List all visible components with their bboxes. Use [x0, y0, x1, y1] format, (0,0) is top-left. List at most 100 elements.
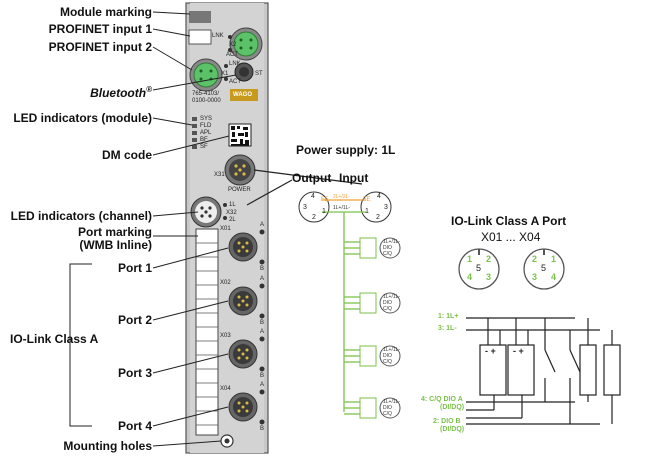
in-pin-2: 2 — [376, 214, 380, 221]
module-x31: X31 — [214, 172, 225, 178]
port-x03-label: X03 — [220, 333, 231, 339]
x31-power-connector — [224, 154, 256, 186]
leader-lines — [69, 11, 237, 447]
pinout-left-3: 3 — [486, 272, 492, 282]
actuator-b-box — [603, 344, 621, 396]
term1-l1: 1L+/1L- — [383, 239, 401, 245]
pinout-left-5: 5 — [476, 263, 482, 273]
wiring-pin4b: (DI/DQ) — [440, 404, 465, 411]
out-pin-2: 2 — [312, 214, 316, 221]
wiring-pin3: 3: 1L- — [438, 325, 457, 332]
label-port-marking-1: Port marking — [77, 225, 152, 239]
pinout-right-2: 2 — [532, 254, 538, 264]
port-x01-label: X01 — [220, 226, 231, 232]
term4-l1: 1L+/1L- — [383, 399, 401, 405]
out-pin-1: 1 — [322, 208, 326, 215]
port-x03-b: B — [260, 373, 265, 379]
port-terminal-1 — [379, 237, 401, 259]
mounting-hole — [220, 434, 234, 448]
port-x03-a: A — [260, 329, 265, 335]
wire-top-label: 2L+/2L- — [333, 194, 351, 200]
port-x02-b: B — [260, 320, 265, 326]
module-x2: X2 — [229, 42, 237, 48]
term2-dio: DIO — [383, 300, 392, 306]
module-led-apl: APL — [200, 130, 212, 136]
term3-dio: DIO — [383, 353, 392, 359]
port-x01-connector — [228, 232, 258, 262]
pinout-left-4: 4 — [467, 272, 473, 282]
power-connector-input — [360, 191, 392, 223]
sensor-a-box — [479, 344, 507, 396]
sensor-b-box — [507, 344, 535, 396]
wiring-pin2a: 2: DIO B — [433, 418, 461, 425]
label-io-link-port-range: X01 ... X04 — [481, 230, 541, 244]
label-port-3: Port 3 — [117, 366, 152, 380]
pinout-left-1: 1 — [467, 254, 473, 264]
actuator-a-box — [579, 344, 597, 396]
out-pin-3: 3 — [303, 204, 307, 211]
port-x01-b: B — [260, 266, 265, 272]
green-bus — [343, 212, 360, 415]
port-x04-label: X04 — [220, 386, 231, 392]
profinet-input-2-connector — [189, 58, 223, 92]
module-part-number: 765-4103/ — [192, 91, 220, 97]
in-pin-fe: FE — [363, 197, 371, 203]
port-x04-b: B — [260, 426, 265, 432]
term4-dio: DIO — [383, 405, 392, 411]
module-led-bf: BF — [200, 137, 208, 143]
module-lnk-1: LNK — [212, 33, 224, 39]
term1-dio: DIO — [383, 245, 392, 251]
power-connector-output — [298, 191, 330, 223]
term3-l1: 1L+/1L- — [383, 347, 401, 353]
port-x02-a: A — [260, 276, 265, 282]
dm-code — [228, 123, 252, 147]
x32-output-connector — [190, 196, 222, 228]
module-brand: WAGO — [233, 92, 252, 98]
in-pin-3: 3 — [384, 204, 388, 211]
port-terminal-4 — [379, 397, 401, 419]
port-x03-connector — [228, 339, 258, 369]
label-input: Input — [339, 171, 369, 185]
label-bluetooth: Bluetooth® — [90, 83, 152, 100]
label-bluetooth-text: Bluetooth — [90, 86, 147, 100]
label-port-2: Port 2 — [117, 313, 152, 327]
term2-l1: 1L+/1L- — [383, 294, 401, 300]
bluetooth-st-switch — [234, 62, 254, 82]
label-profinet-input-1: PROFINET input 1 — [48, 22, 152, 36]
pinout-left-2: 2 — [486, 254, 492, 264]
port-terminal-2 — [379, 292, 401, 314]
in-pin-4: 4 — [377, 193, 381, 200]
label-port-marking-2: (WMB Inline) — [79, 238, 152, 252]
out-pin-fe: FE — [321, 197, 329, 203]
wiring-lines — [466, 317, 613, 425]
module-act-2: ACT — [229, 79, 241, 85]
module-led-sys: SYS — [200, 116, 213, 122]
wire-bottom-label: 1L+/1L- — [333, 205, 351, 211]
label-port-4: Port 4 — [117, 419, 152, 433]
module-part-suffix: 0100-0000 — [192, 98, 221, 104]
module-power: POWER — [228, 187, 251, 193]
module-marking-label — [188, 29, 212, 45]
term2-cq: C/Q — [383, 306, 392, 312]
term3-cq: C/Q — [383, 359, 392, 365]
module-led-column — [192, 117, 197, 149]
pinout-right-3: 3 — [532, 272, 538, 282]
module-x1: X1 — [221, 71, 229, 77]
wiring-pin4a: 4: C/Q DIO A — [421, 396, 463, 403]
pinout-right — [523, 248, 565, 290]
label-profinet-input-2: PROFINET input 2 — [48, 40, 152, 54]
port-x04-a: A — [260, 382, 265, 388]
wiring-pin2b: (DI/DQ) — [440, 426, 465, 433]
label-bluetooth-reg: ® — [146, 85, 152, 94]
label-mounting-holes: Mounting holes — [63, 439, 152, 453]
label-led-channel: LED indicators (channel) — [10, 209, 152, 223]
port-terminal-3 — [379, 345, 401, 367]
pinout-right-1: 1 — [551, 254, 557, 264]
out-pin-4: 4 — [311, 193, 315, 200]
module-led-fld: FLD — [200, 123, 212, 129]
term1-cq: C/Q — [383, 251, 392, 257]
port-x04-connector — [228, 392, 258, 422]
label-output: Output — [292, 171, 332, 185]
term4-cq: C/Q — [383, 411, 392, 417]
